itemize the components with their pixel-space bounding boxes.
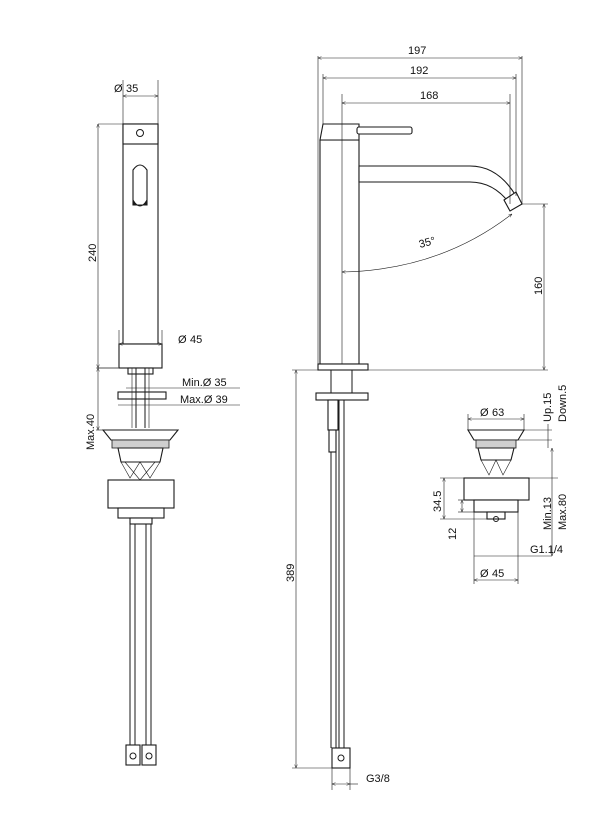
front-lever-hole <box>136 129 144 137</box>
waste-flange <box>463 477 530 501</box>
waste-max-label: Max.80 <box>557 494 569 530</box>
waste-detail <box>463 429 530 522</box>
side-tap-head <box>319 123 360 141</box>
width-197-label: 197 <box>408 45 426 57</box>
svg-text:Ø: Ø <box>480 407 489 419</box>
side-spout <box>358 165 517 205</box>
side-lever <box>356 126 413 135</box>
waste-dimensions: Ø 63 Up.15 Down.5 Min.13 Max.80 34.5 12 … <box>432 385 569 584</box>
side-base <box>317 363 369 371</box>
front-base-collar <box>118 343 163 369</box>
svg-text:Ø: Ø <box>178 334 187 346</box>
swivel-angle-label: 35° <box>418 235 437 251</box>
side-dimensions: 197 192 168 35° 160 389 G3/8 <box>285 45 548 790</box>
waste-down-label: Down.5 <box>557 385 569 422</box>
front-spout-outlet <box>132 164 148 206</box>
hole-max-label: Max.Ø 39 <box>180 394 228 406</box>
side-hose-nut <box>331 747 351 769</box>
front-base-diameter-label: 45 <box>190 334 202 346</box>
front-height-label: 240 <box>87 244 99 262</box>
front-dimensions: 35 Ø 240 Ø 45 Min.Ø 35 Max.Ø 39 Max.40 <box>85 80 240 450</box>
deck-max-label: Max.40 <box>85 414 97 450</box>
waste-body-diameter-label: 45 <box>492 568 504 580</box>
side-tap-body <box>319 139 360 365</box>
hole-min-label: Min.Ø 35 <box>182 377 227 389</box>
front-top-diameter-label: 35 <box>126 83 138 95</box>
waste-12-label: 12 <box>447 528 459 540</box>
width-168-label: 168 <box>420 90 438 102</box>
waste-min-label: Min.13 <box>542 497 554 530</box>
front-fixing-plate <box>117 391 167 400</box>
front-view <box>101 123 180 766</box>
front-hose-nut-left <box>125 744 141 766</box>
front-aerator <box>132 198 148 207</box>
spout-height-label: 160 <box>533 277 545 295</box>
front-lever-cap <box>122 123 159 145</box>
front-waste-cap <box>101 429 180 441</box>
waste-diameter-label: 63 <box>492 407 504 419</box>
connection-label: G3/8 <box>366 773 390 785</box>
front-tap-body <box>122 123 159 345</box>
front-waste-body <box>107 479 175 509</box>
waste-up-label: Up.15 <box>542 393 554 422</box>
svg-text:Ø: Ø <box>114 83 123 95</box>
side-fixing-plate <box>315 392 369 401</box>
total-height-label: 389 <box>285 564 297 582</box>
width-192-label: 192 <box>410 65 428 77</box>
waste-cap <box>467 429 525 441</box>
svg-text:Ø: Ø <box>480 568 489 580</box>
waste-thread-label: G1.1/4 <box>530 544 563 556</box>
waste-34-5-label: 34.5 <box>432 491 444 512</box>
front-hose-nut-right <box>141 744 157 766</box>
